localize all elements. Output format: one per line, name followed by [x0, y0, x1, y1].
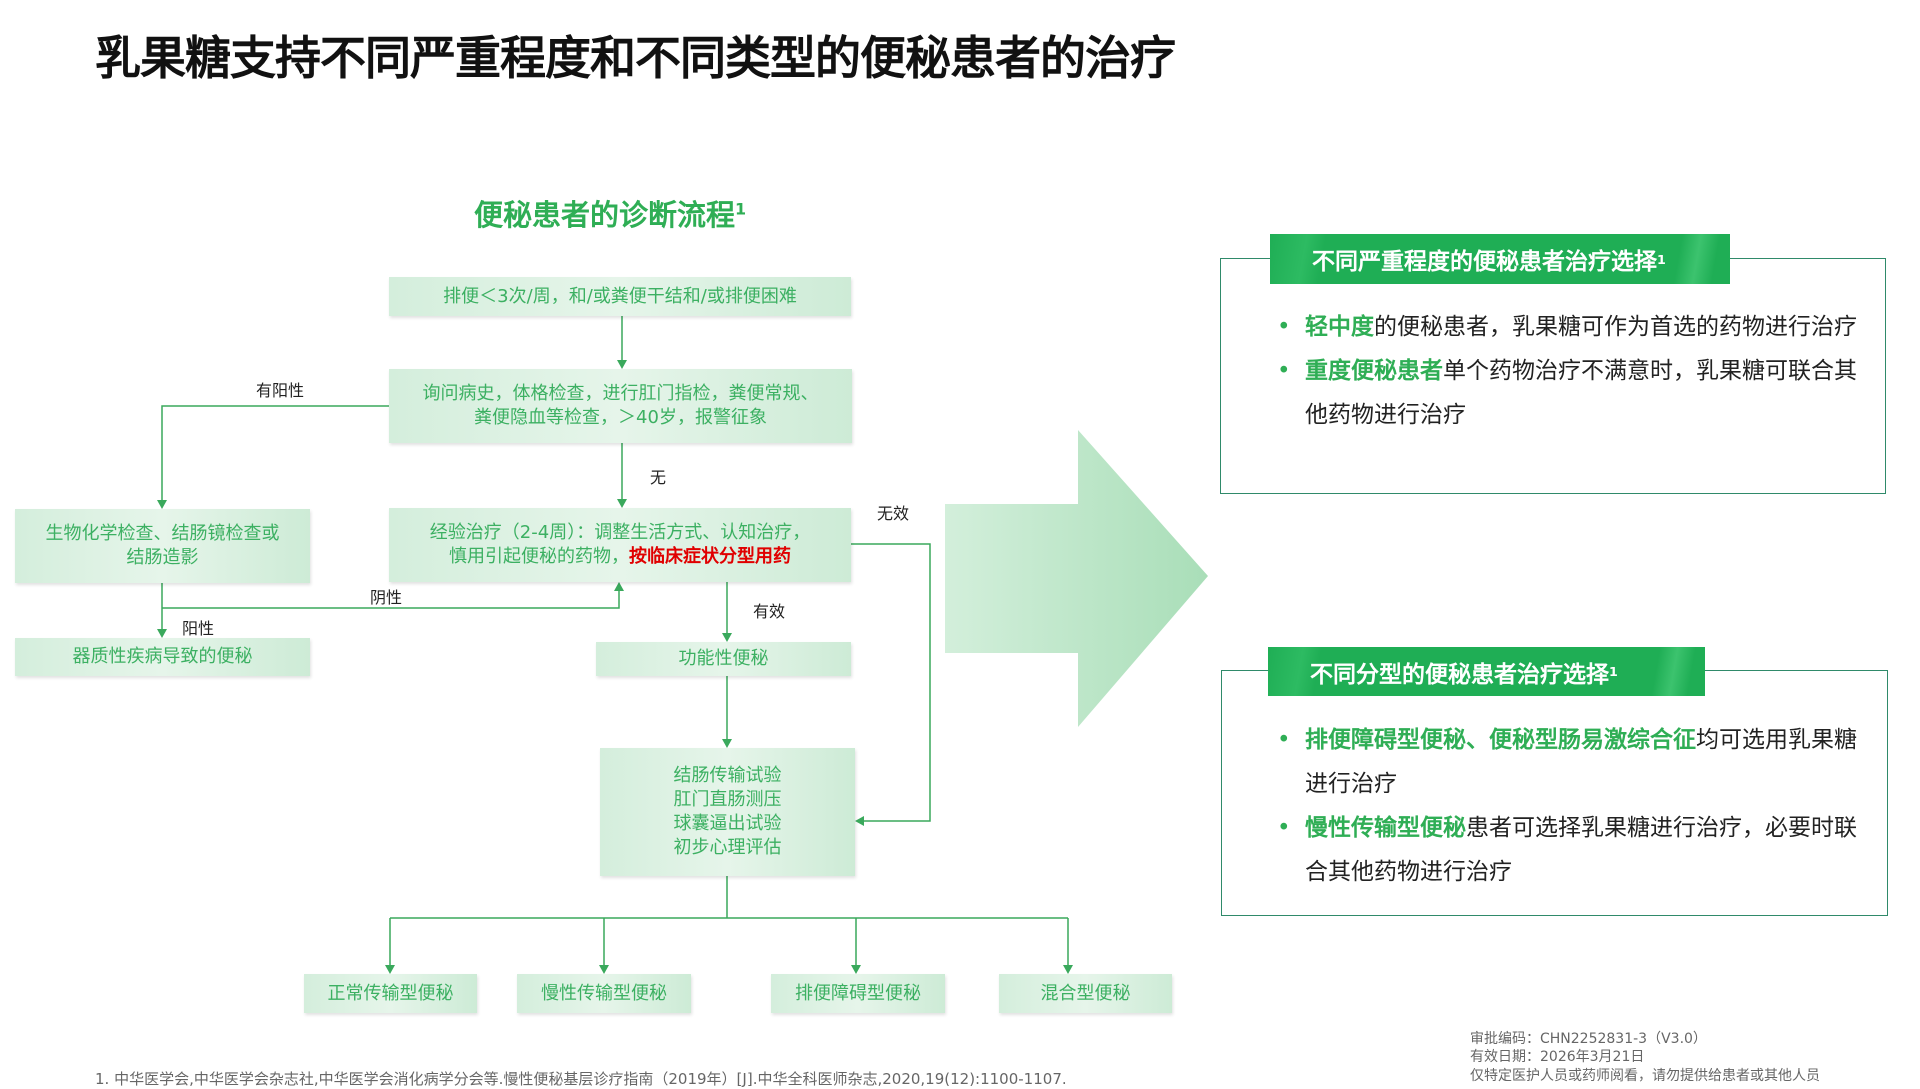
label-effective: 有效 — [753, 602, 786, 621]
list-item: 重度便秘患者单个药物治疗不满意时，乳果糖可联合其他药物进行治疗 — [1277, 349, 1867, 437]
item-text: 单个药物治疗不满意时，乳果糖可联合其他药物进行治疗 — [1305, 358, 1857, 428]
arrow-empirical-tests — [851, 543, 931, 822]
label-ineffective: 无效 — [877, 504, 910, 523]
test-item: 球囊逼出试验 — [673, 813, 782, 834]
box-symptoms: 排便＜3次/周，和/或粪便干结和/或排便困难 — [389, 277, 851, 316]
arrows-tests-outcomes — [389, 876, 1069, 971]
item-text: 均可选用乳果糖进行治疗 — [1305, 727, 1857, 797]
item-highlight: 慢性传输型便秘 — [1305, 815, 1466, 841]
page-title: 乳果糖支持不同严重程度和不同类型的便秘患者的治疗 — [95, 31, 1176, 85]
arrow-biochem-empirical — [162, 585, 620, 609]
box-functional: 功能性便秘 — [596, 642, 851, 676]
box-empirical-line1: 经验治疗（2-4周）：调整生活方式、认知治疗， — [429, 522, 811, 543]
test-item: 结肠传输试验 — [673, 765, 782, 786]
box-biochem-line1: 生物化学检查、结肠镜检查或 — [45, 523, 280, 544]
box-biochem-line2: 结肠造影 — [126, 547, 199, 568]
box-biochem: 生物化学检查、结肠镜检查或 结肠造影 — [15, 509, 310, 583]
test-item: 肛门直肠测压 — [673, 789, 782, 810]
box-history: 询问病史，体格检查，进行肛门指检，粪便常规、 粪便隐血等检查，＞40岁，报警征象 — [389, 369, 852, 443]
list-item: 轻中度的便秘患者，乳果糖可作为首选的药物进行治疗 — [1277, 305, 1867, 349]
label-positive-sign: 有阳性 — [256, 381, 305, 400]
flow-title: 便秘患者的诊断流程1 — [440, 192, 780, 234]
outcome-normal: 正常传输型便秘 — [304, 974, 477, 1013]
item-highlight: 重度便秘患者 — [1305, 358, 1443, 384]
outcome-slow-transit: 慢性传输型便秘 — [517, 974, 691, 1013]
box-history-line2: 粪便隐血等检查，＞40岁，报警征象 — [474, 407, 767, 428]
flow-title-sup: 1 — [734, 199, 747, 219]
box-empirical-line2: 慎用引起便秘的药物， — [449, 546, 629, 567]
item-highlight: 轻中度 — [1305, 314, 1374, 340]
severity-list: 轻中度的便秘患者，乳果糖可作为首选的药物进行治疗 重度便秘患者单个药物治疗不满意… — [1277, 305, 1867, 437]
label-positive: 阳性 — [182, 619, 215, 638]
outcome-mixed: 混合型便秘 — [999, 974, 1172, 1013]
panel-type-title: 不同分型的便秘患者治疗选择 — [1310, 661, 1609, 688]
arrow-history-biochem — [161, 405, 389, 506]
valid-date: 有效日期：2026年3月21日 — [1470, 1049, 1645, 1065]
test-item: 初步心理评估 — [673, 837, 782, 858]
box-history-line1: 询问病史，体格检查，进行肛门指检，粪便常规、 — [422, 383, 819, 404]
box-tests: 结肠传输试验 肛门直肠测压 球囊逼出试验 初步心理评估 — [600, 748, 855, 876]
panel-type-sup: 1 — [1609, 664, 1618, 679]
list-item: 慢性传输型便秘患者可选择乳果糖进行治疗，必要时联合其他药物进行治疗 — [1277, 806, 1867, 894]
panel-severity-sup: 1 — [1657, 251, 1666, 267]
item-text: 患者可选择乳果糖进行治疗，必要时联合其他药物进行治疗 — [1305, 815, 1857, 885]
box-empirical-red: 按临床症状分型用药 — [629, 546, 791, 567]
flow-title-text: 便秘患者的诊断流程 — [473, 198, 735, 232]
big-right-arrow — [945, 430, 1208, 727]
footnote-reference: 1. 中华医学会,中华医学会杂志社,中华医学会消化病学分会等.慢性便秘基层诊疗指… — [95, 1070, 1067, 1088]
item-highlight: 排便障碍型便秘、便秘型肠易激综合征 — [1305, 727, 1696, 753]
label-negative: 阴性 — [370, 588, 403, 607]
panel-severity-title: 不同严重程度的便秘患者治疗选择 — [1312, 249, 1657, 275]
approval-code: 审批编码：CHN2252831-3（V3.0） — [1470, 1031, 1707, 1047]
item-text: 的便秘患者，乳果糖可作为首选的药物进行治疗 — [1374, 314, 1857, 340]
type-list: 排便障碍型便秘、便秘型肠易激综合征均可选用乳果糖进行治疗 慢性传输型便秘患者可选… — [1277, 718, 1867, 894]
audience-notice: 仅特定医护人员或药师阅看，请勿提供给患者或其他人员 — [1470, 1068, 1820, 1084]
box-organic: 器质性疾病导致的便秘 — [15, 638, 310, 676]
label-none: 无 — [650, 468, 667, 487]
outcome-defecation-disorder: 排便障碍型便秘 — [771, 974, 945, 1013]
list-item: 排便障碍型便秘、便秘型肠易激综合征均可选用乳果糖进行治疗 — [1277, 718, 1867, 806]
box-empirical: 经验治疗（2-4周）：调整生活方式、认知治疗， 慎用引起便秘的药物，按临床症状分… — [389, 508, 851, 582]
